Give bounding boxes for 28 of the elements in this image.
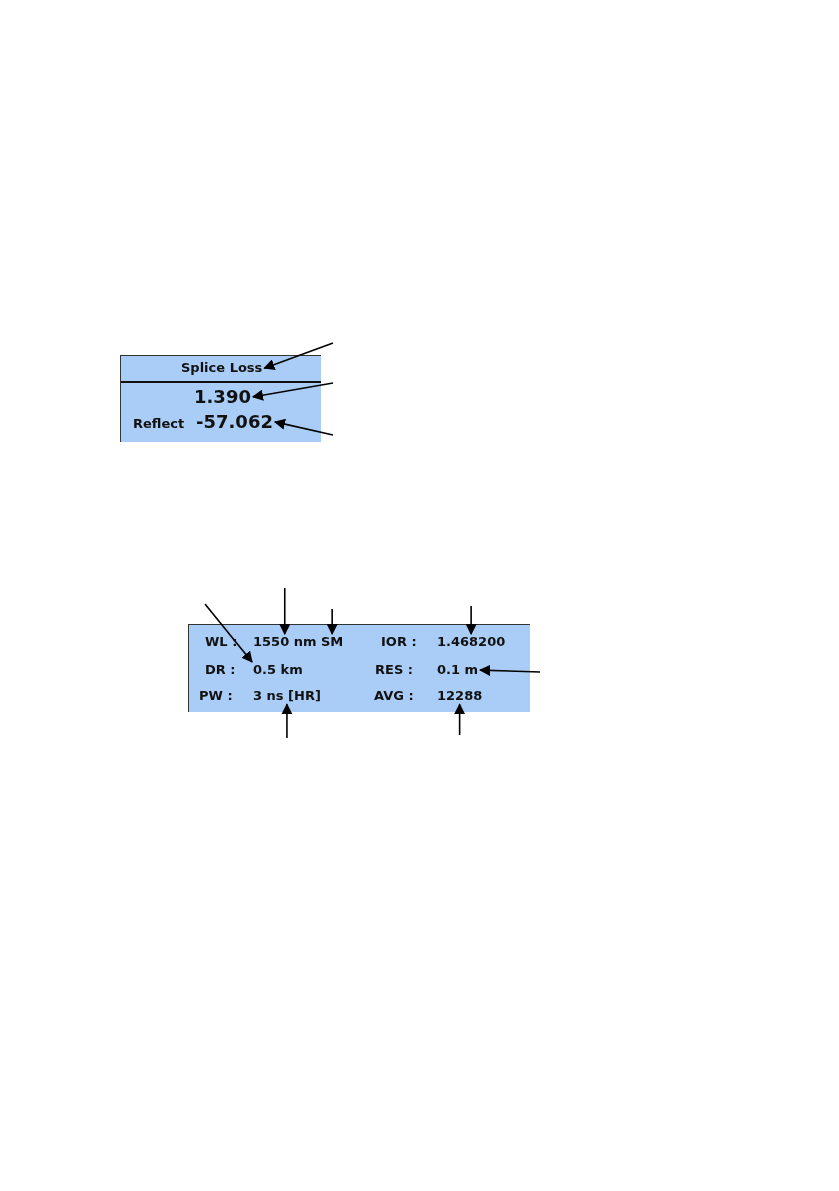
- display-panel: [188, 624, 530, 712]
- display-text: Splice Loss: [181, 361, 263, 376]
- display-text: AVG :: [374, 689, 414, 704]
- display-text: 3 ns [HR]: [253, 689, 321, 704]
- display-text: DR :: [205, 663, 236, 678]
- leader-arrow: [204, 603, 253, 663]
- leader-arrow: [279, 587, 291, 636]
- display-text: RES :: [375, 663, 413, 678]
- display-text: 1.390: [194, 387, 251, 407]
- display-text: PW :: [199, 689, 233, 704]
- display-text: 12288: [437, 689, 483, 704]
- leader-arrow: [281, 703, 293, 739]
- display-text: 1550 nm: [253, 635, 317, 650]
- leader-arrow: [454, 703, 466, 736]
- display-text: Reflect: [133, 417, 185, 432]
- display-text: IOR :: [381, 635, 417, 650]
- leader-arrow: [326, 608, 338, 636]
- display-panel: [120, 355, 321, 442]
- display-text: 0.1 m: [437, 663, 479, 678]
- display-text: 0.5 km: [253, 663, 303, 678]
- leader-arrow: [251, 382, 334, 401]
- leader-arrow: [263, 342, 334, 370]
- leader-arrow: [273, 418, 334, 436]
- leader-arrow: [465, 605, 477, 636]
- display-text: 1.468200: [437, 635, 506, 650]
- display-text: -57.062: [196, 412, 273, 432]
- leader-arrow: [479, 664, 541, 677]
- display-text: SM: [321, 635, 344, 650]
